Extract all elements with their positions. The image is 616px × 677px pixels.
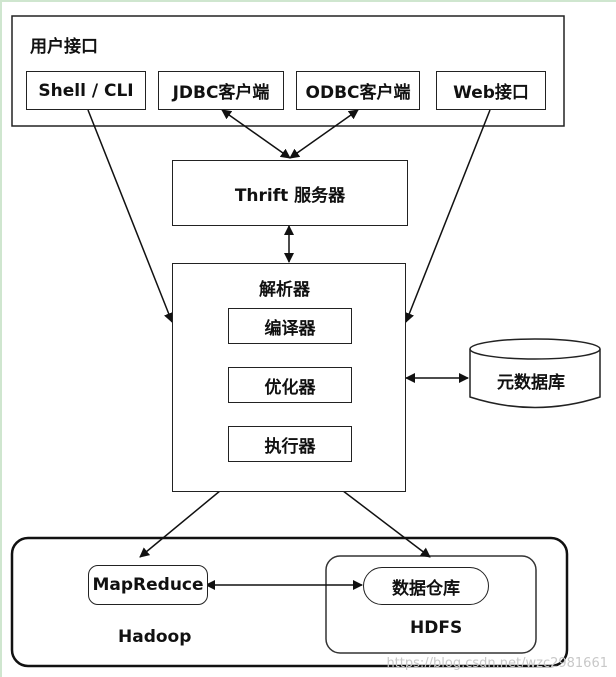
hadoop-container <box>10 536 569 668</box>
jdbc-client-box: JDBC客户端 <box>158 71 284 110</box>
user-interface-title: 用户接口 <box>30 37 98 57</box>
data-warehouse-box: 数据仓库 <box>363 567 489 605</box>
executor-box: 执行器 <box>228 426 352 462</box>
web-interface-box: Web接口 <box>436 71 546 110</box>
metastore-label: 元数据库 <box>497 373 565 393</box>
mapreduce-box: MapReduce <box>88 565 208 605</box>
arrow-jdbc-thrift <box>221 109 291 159</box>
hdfs-label: HDFS <box>410 618 463 638</box>
hdfs-container <box>325 555 537 654</box>
watermark: https://blog.csdn.net/wzc2981661 <box>386 656 608 671</box>
metastore-cylinder <box>469 338 601 409</box>
odbc-client-box: ODBC客户端 <box>296 71 420 110</box>
arrow-web-to-driver <box>404 109 491 323</box>
compiler-box: 编译器 <box>228 308 352 344</box>
arrow-odbc-thrift <box>289 109 359 159</box>
optimizer-box: 优化器 <box>228 367 352 403</box>
shell-cli-box: Shell / CLI <box>26 71 146 110</box>
arrow-shell-to-driver <box>87 109 174 323</box>
hadoop-label: Hadoop <box>118 627 192 647</box>
driver-title: 解析器 <box>259 280 310 300</box>
thrift-server-box: Thrift 服务器 <box>172 160 408 226</box>
